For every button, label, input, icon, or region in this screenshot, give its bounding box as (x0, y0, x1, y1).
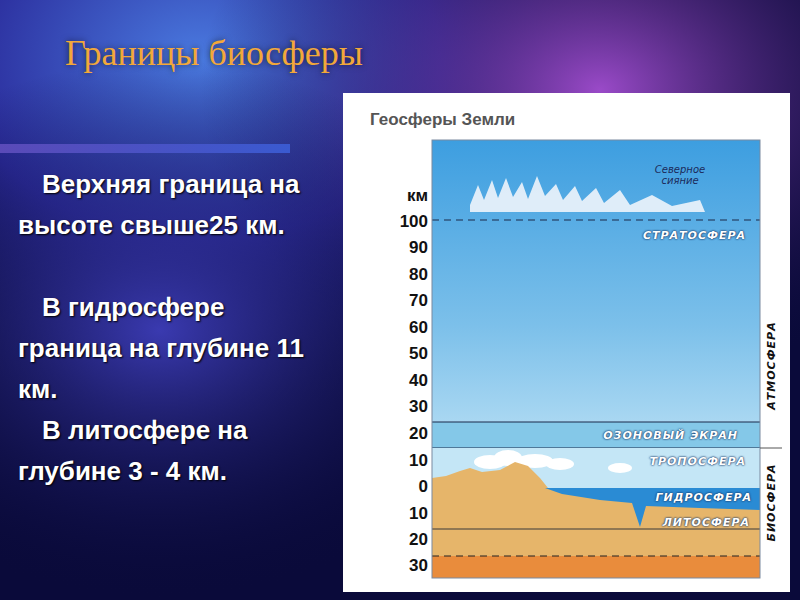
scale-number: 20 (409, 424, 428, 444)
boundary-note: В гидросфере граница на глубине 11 км. (18, 287, 308, 410)
scale-number: 0 (419, 477, 428, 497)
scale-number: км (407, 186, 428, 206)
scale-number: 40 (409, 371, 428, 391)
scale-number: 70 (409, 291, 428, 311)
lithosphere-band: ЛИТОСФЕРА (543, 513, 760, 531)
boundary-note: Верхняя граница на высоте свыше25 км. (18, 164, 308, 246)
scale-number: 80 (409, 265, 428, 285)
layer-name: ТРОПОСФЕРА (649, 455, 746, 468)
hydrosphere-band: ГИДРОСФЕРА (543, 489, 760, 505)
scale-number: 30 (409, 556, 428, 576)
boundary-note: В литосфере на глубине 3 - 4 км. (18, 410, 308, 492)
scale-number: 100 (400, 212, 428, 232)
layer-name: ЛИТОСФЕРА (663, 516, 750, 529)
layer-name: ОЗОНОВЫЙ ЭКРАН (603, 429, 738, 442)
slide-title: Границы биосферы (65, 32, 363, 74)
scale-number: 60 (409, 318, 428, 338)
scale-number: 20 (409, 530, 428, 550)
layer-group-label: БИОСФЕРА (764, 463, 777, 541)
layer-name: СТРАТОСФЕРА (643, 229, 746, 242)
ozone-band: ОЗОНОВЫЙ ЭКРАН (432, 422, 760, 448)
stratosphere-band: СТРАТОСФЕРА (432, 224, 754, 246)
scale-number: 50 (409, 344, 428, 364)
layer-name: ГИДРОСФЕРА (656, 491, 753, 504)
scale-number: 30 (409, 397, 428, 417)
layer-group-label: АТМОСФЕРА (764, 321, 777, 409)
troposphere-band: ТРОПОСФЕРА (432, 449, 754, 473)
panel-title: Геосферы Земли (370, 110, 515, 130)
scale-number: 10 (409, 504, 428, 524)
scale-number: 10 (409, 451, 428, 471)
aurora-label: Северное сияние (644, 164, 716, 186)
scale-number: 90 (409, 238, 428, 258)
